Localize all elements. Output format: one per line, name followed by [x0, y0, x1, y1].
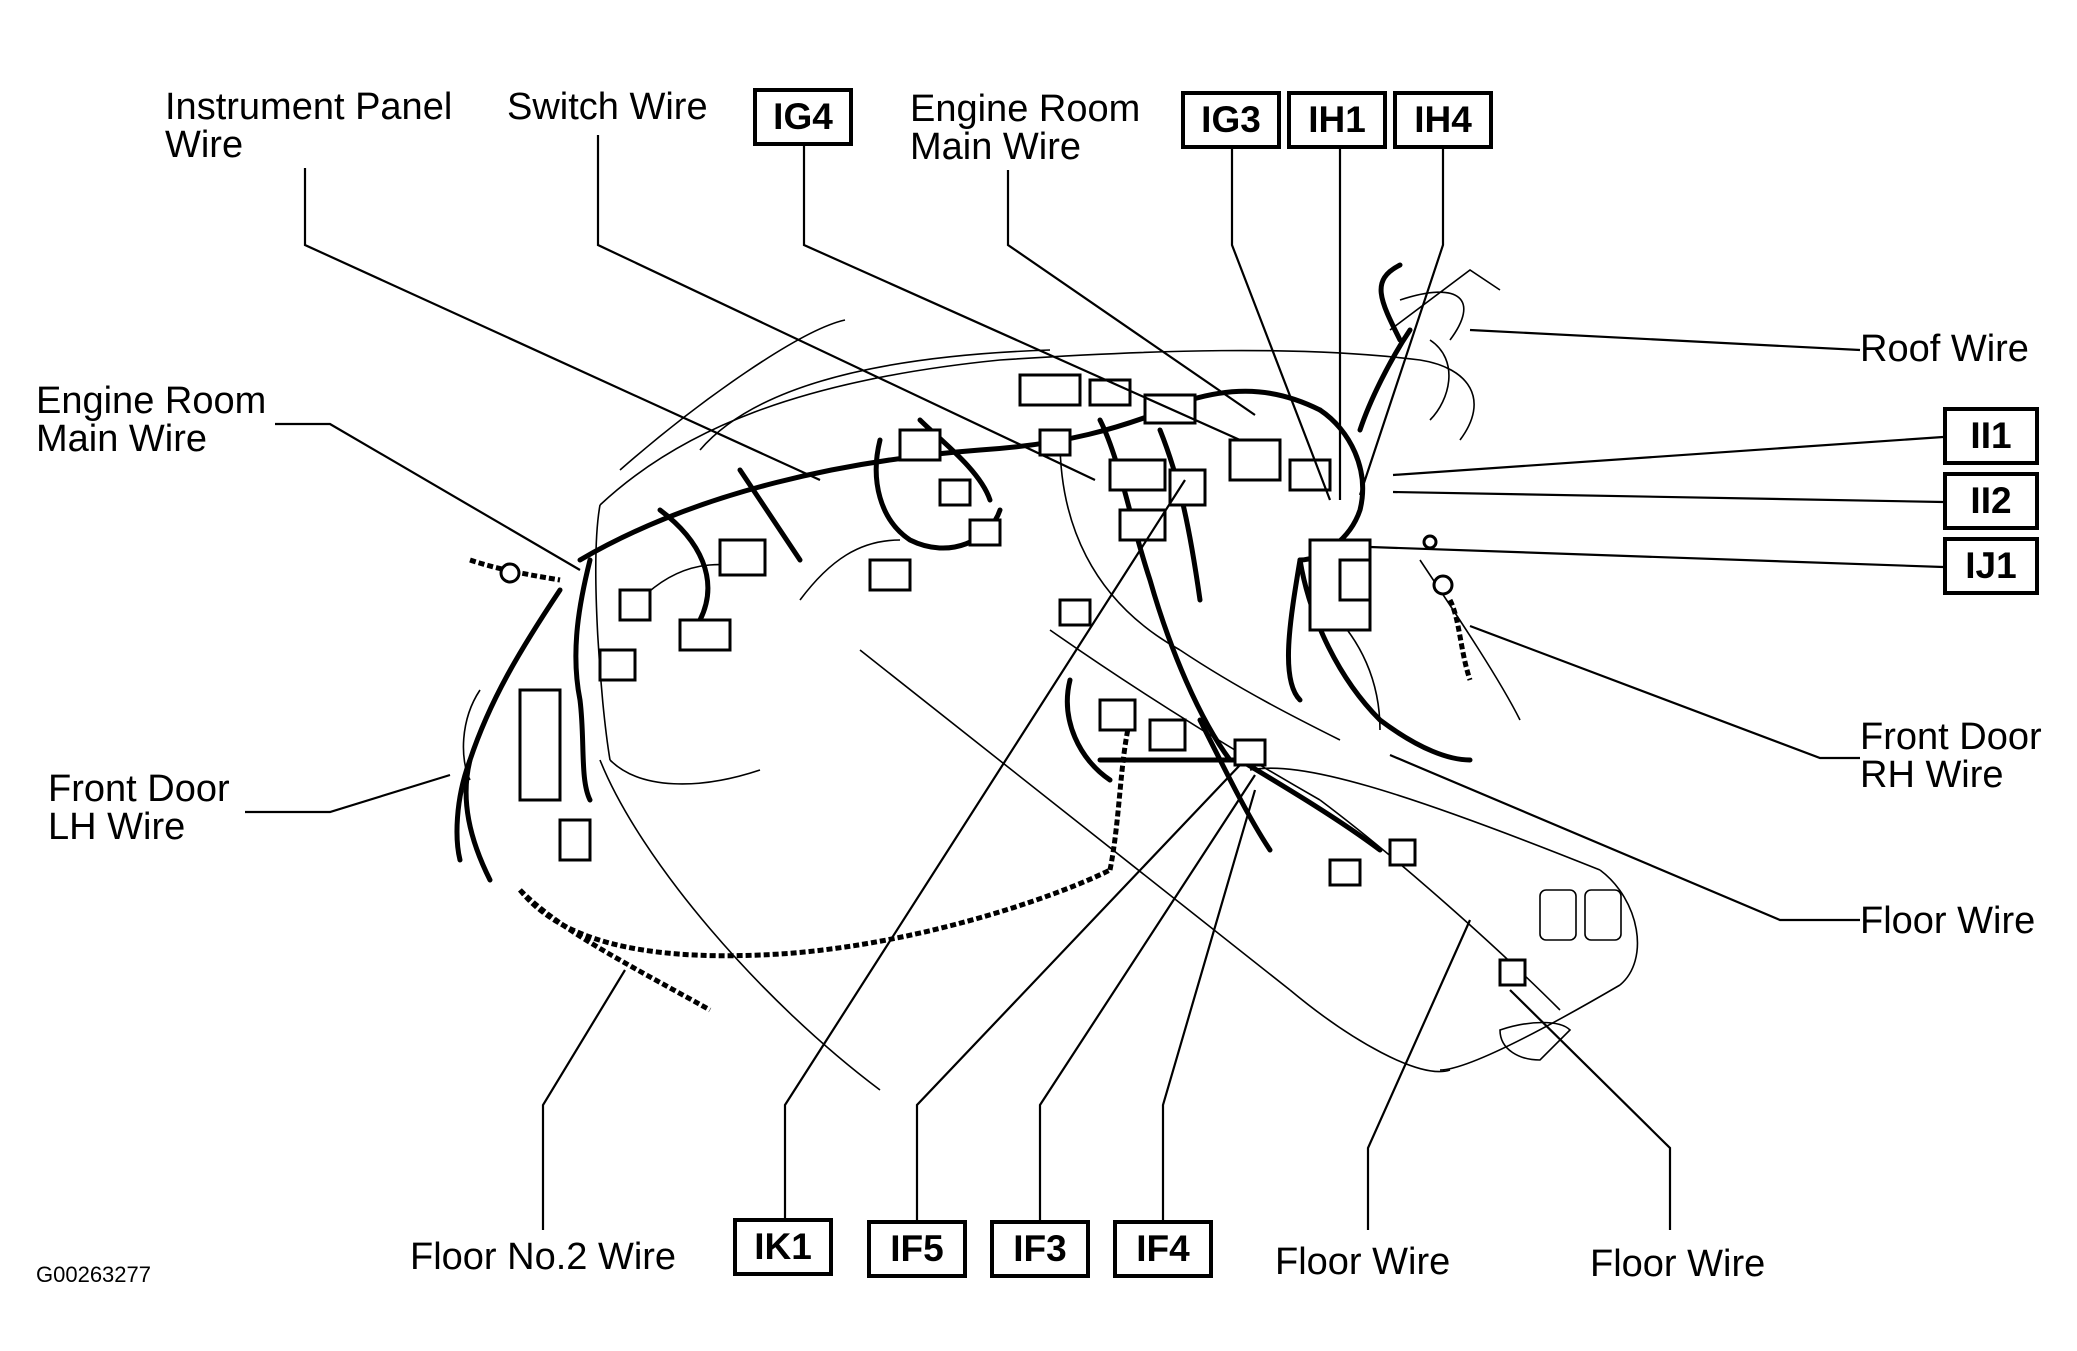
connector-ij1: IJ1 [1943, 537, 2039, 595]
leader-if5 [915, 764, 1241, 1222]
leader-floor-wire-bottom-1 [1366, 919, 1472, 1230]
leader-ih4 [1358, 148, 1445, 496]
label-line: Main Wire [910, 126, 1082, 168]
connector-if3: IF3 [990, 1220, 1090, 1278]
label-roof-wire: Roof Wire [1860, 328, 2029, 370]
leader-floor-wire-right [1389, 753, 1860, 922]
leader-switch-wire [596, 135, 1096, 481]
connector-if5: IF5 [867, 1220, 967, 1278]
leader-instrument-panel-wire [303, 168, 821, 482]
leader-ig3 [1230, 148, 1332, 501]
leader-ik1 [783, 479, 1186, 1222]
leader-if4 [1161, 789, 1257, 1222]
leader-floor-wire-bottom-2 [1509, 989, 1672, 1230]
connector-ii2: II2 [1943, 472, 2039, 530]
leader-ii1 [1392, 435, 1944, 477]
label-line: Front Door [1860, 716, 2042, 758]
label-instrument-panel-wire: Instrument Panel Wire [165, 88, 452, 164]
connector-ih1: IH1 [1287, 91, 1387, 149]
label-floor-wire-bottom-2: Floor Wire [1590, 1243, 1766, 1285]
leader-front-door-lh-wire [245, 773, 451, 814]
connector-blocks [518, 373, 1527, 987]
label-line: Wire [165, 124, 244, 166]
leader-roof-wire [1469, 328, 1861, 352]
label-front-door-lh-wire: Front Door LH Wire [48, 770, 230, 846]
label-line: Main Wire [36, 418, 208, 460]
label-engine-room-main-wire-top: Engine Room Main Wire [910, 90, 1140, 166]
connector-ig3: IG3 [1181, 91, 1281, 149]
connector-ii1: II1 [1943, 407, 2039, 465]
label-line: Engine Room [36, 380, 267, 422]
connector-ik1: IK1 [733, 1218, 833, 1276]
leader-engine-room-main-wire-top [1006, 170, 1256, 416]
label-line: RH Wire [1860, 754, 2004, 796]
label-floor-wire-bottom-1: Floor Wire [1275, 1241, 1451, 1283]
leader-if3 [1038, 774, 1256, 1222]
connector-ih4: IH4 [1393, 91, 1493, 149]
leader-ig4 [802, 145, 1241, 442]
label-engine-room-main-wire-left: Engine Room Main Wire [36, 382, 266, 458]
label-switch-wire: Switch Wire [507, 86, 708, 128]
leader-engine-room-main-wire-left [275, 422, 581, 571]
label-line: Instrument Panel [165, 86, 453, 128]
label-front-door-rh-wire: Front Door RH Wire [1860, 718, 2042, 794]
leader-ii2 [1392, 490, 1944, 504]
leader-front-door-rh-wire [1469, 624, 1860, 760]
grommets [499, 534, 1454, 596]
leader-lines [245, 135, 1944, 1230]
leader-floor-no2-wire [541, 969, 626, 1230]
label-floor-wire-right: Floor Wire [1860, 900, 2036, 942]
label-floor-no2-wire: Floor No.2 Wire [410, 1236, 677, 1278]
label-line: LH Wire [48, 806, 186, 848]
label-line: Engine Room [910, 88, 1141, 130]
connector-ig4: IG4 [753, 88, 853, 146]
figure-code: G00263277 [36, 1262, 151, 1287]
leader-ij1 [1369, 545, 1944, 569]
label-line: Front Door [48, 768, 230, 810]
connector-if4: IF4 [1113, 1220, 1213, 1278]
